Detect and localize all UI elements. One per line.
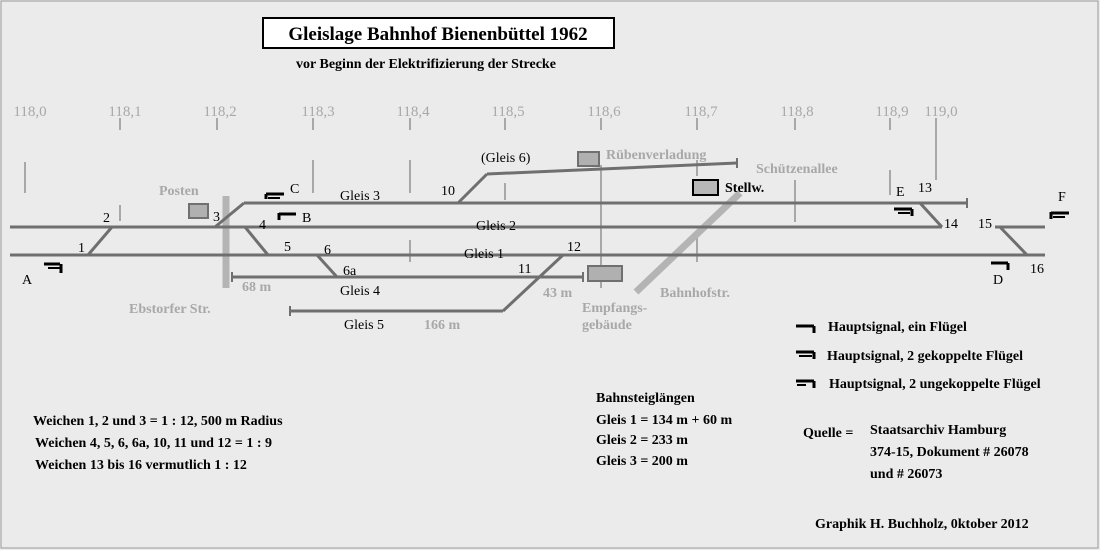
track-label-gleis-1: Gleis 1 <box>464 247 504 262</box>
platform-row: Gleis 2 = 233 m <box>596 433 688 448</box>
title-box <box>262 17 615 49</box>
place-label-ebstorfer-str: Ebstorfer Str. <box>129 302 211 317</box>
switch-1-2-connector <box>86 226 114 256</box>
single-arm-signal-icon <box>796 324 816 333</box>
switch-number: 6a <box>343 264 357 279</box>
switch-number: 11 <box>518 262 531 277</box>
posten-building <box>188 203 209 219</box>
signal-label-A: A <box>22 273 33 288</box>
place-label-posten: Posten <box>159 184 199 199</box>
place-label-empfangs: Empfangs- <box>582 301 648 316</box>
signal-box-building <box>692 179 719 196</box>
platform-row: Gleis 3 = 200 m <box>596 454 688 469</box>
switch-number: 2 <box>103 211 110 226</box>
track-label-gleis-3: Gleis 3 <box>340 189 380 204</box>
platform-row: Gleis 1 = 134 m + 60 m <box>596 413 732 428</box>
signal-E-icon <box>894 207 914 216</box>
switch-3-curve <box>214 201 245 229</box>
diagram-title: Gleislage Bahnhof Bienenbüttel 1962 <box>288 24 587 45</box>
platform-lengths: Bahnsteiglängen Gleis 1 = 134 m + 60 m G… <box>596 391 732 469</box>
track-label-gleis-4: Gleis 4 <box>340 284 380 299</box>
switch-number: 13 <box>918 181 932 196</box>
track-label-gleis-2: Gleis 2 <box>476 219 516 234</box>
legend-item-uncoupled: Hauptsignal, 2 ungekoppelte Flügel <box>829 377 1041 392</box>
switch-number: 6 <box>324 243 331 258</box>
switch-note: Weichen 1, 2 und 3 = 1 : 12, 500 m Radiu… <box>33 414 283 429</box>
km-mark: 119,0 <box>924 104 957 120</box>
switch-numbers: 1 2 3 4 5 6 6a 10 11 12 13 14 15 16 <box>78 181 1044 279</box>
legend: Hauptsignal, ein Flügel Hauptsignal, 2 g… <box>796 320 1041 392</box>
track-label-gleis-5: Gleis 5 <box>344 318 384 333</box>
tracks <box>10 158 1045 316</box>
source-line: und # 26073 <box>870 467 942 482</box>
track-gleis-6 <box>486 161 738 176</box>
track-label-gleis-6: (Gleis 6) <box>481 151 531 166</box>
bahnhofstrasse-crossing <box>633 190 743 295</box>
signal-label-B: B <box>302 211 311 226</box>
coupled-arms-signal-icon <box>796 350 816 359</box>
switch-number: 5 <box>284 240 291 255</box>
km-mark: 118,4 <box>396 104 430 120</box>
km-scale: 118,0 118,1 118,2 118,3 118,4 118,5 118,… <box>13 104 957 120</box>
switch-number: 3 <box>213 210 220 225</box>
switch-number: 4 <box>259 218 266 233</box>
km-mark: 118,2 <box>203 104 236 120</box>
switch-6-6a-connector <box>315 253 339 279</box>
length-label-68m: 68 m <box>242 280 272 295</box>
signal-A-icon <box>44 262 63 273</box>
switch-notes: Weichen 1, 2 und 3 = 1 : 12, 500 m Radiu… <box>33 414 283 473</box>
switch-11-12-connector <box>501 253 565 313</box>
platform-heading: Bahnsteiglängen <box>596 391 695 406</box>
signal-label-C: C <box>290 182 299 197</box>
signal-C-icon <box>264 192 284 199</box>
km-mark: 118,9 <box>875 104 908 120</box>
source-block: Quelle = Staatsarchiv Hamburg 374-15, Do… <box>803 423 1029 482</box>
switch-number: 12 <box>567 240 581 255</box>
switch-15-16-connector <box>998 225 1029 257</box>
switch-note: Weichen 13 bis 16 vermutlich 1 : 12 <box>35 458 247 473</box>
legend-item-single: Hauptsignal, ein Flügel <box>828 320 967 335</box>
place-label-schuetzenallee: Schützenallee <box>756 162 838 177</box>
switch-number: 10 <box>441 184 455 199</box>
source-line: 374-15, Dokument # 26078 <box>870 445 1029 460</box>
place-label-gebaeude: gebäude <box>582 318 632 333</box>
place-label-stellwerk: Stellw. <box>725 181 764 196</box>
place-label-bahnhofstr: Bahnhofstr. <box>660 286 730 301</box>
station-building <box>587 265 623 282</box>
km-mark: 118,1 <box>108 104 141 120</box>
km-mark: 118,5 <box>491 104 524 120</box>
uncoupled-arms-signal-icon <box>796 379 816 388</box>
signal-F-icon <box>1049 211 1069 219</box>
switch-number: 16 <box>1030 262 1044 277</box>
km-mark: 118,3 <box>301 104 334 120</box>
place-label-rueben: Rübenverladung <box>606 148 706 163</box>
credit-line: Graphik H. Buchholz, 0ktober 2012 <box>815 517 1029 532</box>
length-label-166m: 166 m <box>424 318 461 333</box>
switch-4-5-connector <box>243 226 270 256</box>
switch-note: Weichen 4, 5, 6, 6a, 10, 11 und 12 = 1 :… <box>35 436 272 451</box>
switch-10-curve <box>456 172 489 205</box>
source-line: Staatsarchiv Hamburg <box>870 423 1006 438</box>
switch-13-14-connector <box>918 201 944 229</box>
signal-label-D: D <box>993 273 1003 288</box>
switch-number: 14 <box>944 217 958 232</box>
switch-number: 1 <box>78 241 85 256</box>
km-mark: 118,7 <box>684 104 718 120</box>
diagram-subtitle: vor Beginn der Elektrifizierung der Stre… <box>296 57 556 72</box>
km-mark: 118,6 <box>587 104 621 120</box>
km-mark: 118,8 <box>780 104 813 120</box>
signal-B-icon <box>277 212 296 220</box>
signal-D-icon <box>991 261 1010 270</box>
source-label: Quelle = <box>803 426 853 441</box>
signal-label-F: F <box>1058 190 1066 205</box>
signal-label-E: E <box>896 185 905 200</box>
rueben-loading-building <box>577 151 600 167</box>
length-label-43m: 43 m <box>543 286 573 301</box>
switch-number: 15 <box>978 217 992 232</box>
km-mark: 118,0 <box>13 104 46 120</box>
legend-item-coupled: Hauptsignal, 2 gekoppelte Flügel <box>827 349 1023 364</box>
